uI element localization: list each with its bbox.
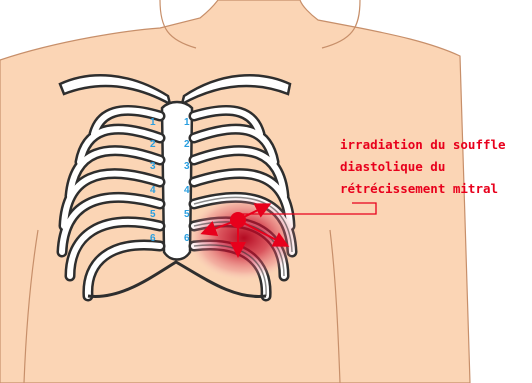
rib-number: 6 xyxy=(150,233,156,244)
rib-number: 5 xyxy=(184,209,190,220)
rib-number: 2 xyxy=(184,139,190,150)
rib-number: 3 xyxy=(184,161,190,172)
annotation-label: irradiation du souffle diastolique du ré… xyxy=(340,134,530,200)
rib-number: 3 xyxy=(150,161,156,172)
annotation-line-1: irradiation du souffle xyxy=(340,134,530,156)
rib-number: 1 xyxy=(184,117,190,128)
annotation-line-3: rétrécissement mitral xyxy=(340,178,530,200)
annotation-line-2: diastolique du xyxy=(340,156,530,178)
rib-number: 4 xyxy=(184,185,190,196)
rib-number: 4 xyxy=(150,185,156,196)
rib-number: 5 xyxy=(150,209,156,220)
rib-number: 2 xyxy=(150,139,156,150)
rib-number: 1 xyxy=(150,117,156,128)
